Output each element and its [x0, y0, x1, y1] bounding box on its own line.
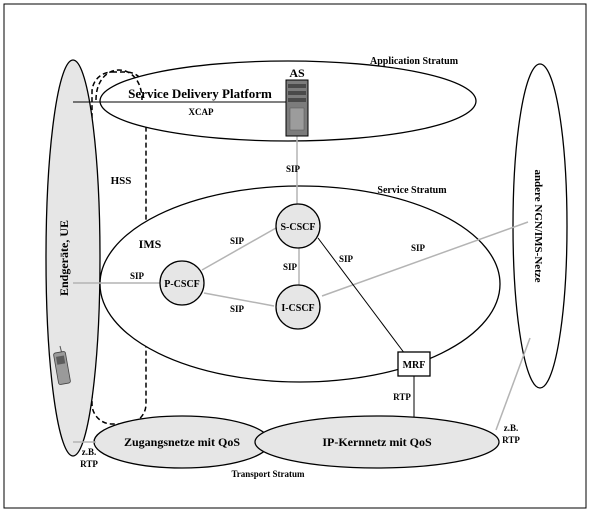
hss-top-arc [95, 69, 143, 101]
service-stratum-label: Service Stratum [377, 185, 447, 196]
transport-stratum-label: Transport Stratum [231, 469, 305, 479]
as-sip-label: SIP [286, 164, 301, 174]
pcscf-scscf-line [201, 227, 277, 271]
s-cscf-node [275, 203, 321, 249]
as-label: AS [289, 66, 305, 80]
ims-label: IMS [139, 237, 162, 251]
mobile-phone-icon [53, 345, 71, 385]
ue-pcscf-sip-label: SIP [130, 271, 145, 281]
pcscf-scscf-sip-label: SIP [230, 236, 245, 246]
access-network-label: Zugangsnetze mit QoS [124, 435, 240, 449]
i-cscf-label: I-CSCF [281, 303, 314, 314]
scscf-icscf-sip-label: SIP [283, 262, 298, 272]
pcscf-icscf-line [203, 292, 275, 307]
application-stratum-label: Application Stratum [370, 56, 459, 67]
icscf-other-sip-label: SIP [411, 243, 426, 253]
scscf-mrf-sip-label: SIP [339, 254, 354, 264]
service-delivery-platform-label: Service Delivery Platform [128, 86, 272, 101]
ue-label: Endgeräte, UE [57, 220, 71, 296]
other-networks-label: andere NGN/IMS-Netze [532, 169, 544, 282]
p-cscf-node [159, 260, 205, 306]
scscf-mrf-line [317, 237, 406, 355]
i-cscf-node [275, 284, 321, 330]
server-icon [285, 79, 309, 137]
ue-access-rtp-label: RTP [80, 459, 98, 469]
p-cscf-label: P-CSCF [164, 279, 200, 290]
mrf-rtp-label: RTP [393, 392, 411, 402]
ue-access-zb-label: z.B. [82, 447, 97, 457]
other-networks-ellipse [512, 63, 568, 389]
xcap-label: XCAP [189, 107, 214, 117]
core-other-line [495, 337, 531, 431]
core-network-label: IP-Kernnetz mit QoS [322, 435, 432, 449]
core-network-ellipse [254, 415, 500, 469]
core-other-zb-label: z.B. [504, 423, 519, 433]
mrf-node [397, 351, 431, 377]
mrf-label: MRF [403, 360, 426, 371]
ue-ellipse [45, 59, 101, 457]
s-cscf-label: S-CSCF [280, 222, 315, 233]
icscf-other-line [321, 221, 529, 297]
core-other-rtp-label: RTP [502, 435, 520, 445]
pcscf-icscf-sip-label: SIP [230, 304, 245, 314]
hss-label: HSS [111, 175, 132, 187]
